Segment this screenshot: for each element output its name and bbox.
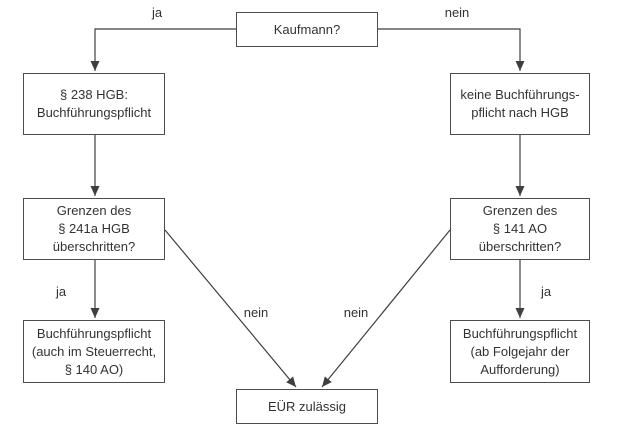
edge-label-nein-right: nein <box>343 305 369 320</box>
edge-label-ja-left: ja <box>55 284 67 299</box>
node-buchfuehrungspflicht-folgejahr: Buchführungspflicht (ab Folgejahr der Au… <box>450 320 590 383</box>
node-238-hgb-buchfuehrungspflicht: § 238 HGB: Buchführungspflicht <box>23 73 165 135</box>
edge-label-nein-top: nein <box>444 5 470 20</box>
node-kaufmann: Kaufmann? <box>236 12 378 47</box>
node-keine-buchfuehrungspflicht: keine Buchführungs- pflicht nach HGB <box>450 73 590 135</box>
node-euer-zulaessig: EÜR zulässig <box>236 389 378 424</box>
node-grenzen-241a-hgb: Grenzen des § 241a HGB überschritten? <box>23 198 165 260</box>
node-grenzen-141-ao: Grenzen des § 141 AO überschritten? <box>450 198 590 260</box>
node-buchfuehrungspflicht-steuerrecht: Buchführungspflicht (auch im Steuerrecht… <box>23 320 165 383</box>
edge-label-nein-left: nein <box>243 305 269 320</box>
edge-label-ja-right: ja <box>540 284 552 299</box>
edge-label-ja-top: ja <box>151 5 163 20</box>
